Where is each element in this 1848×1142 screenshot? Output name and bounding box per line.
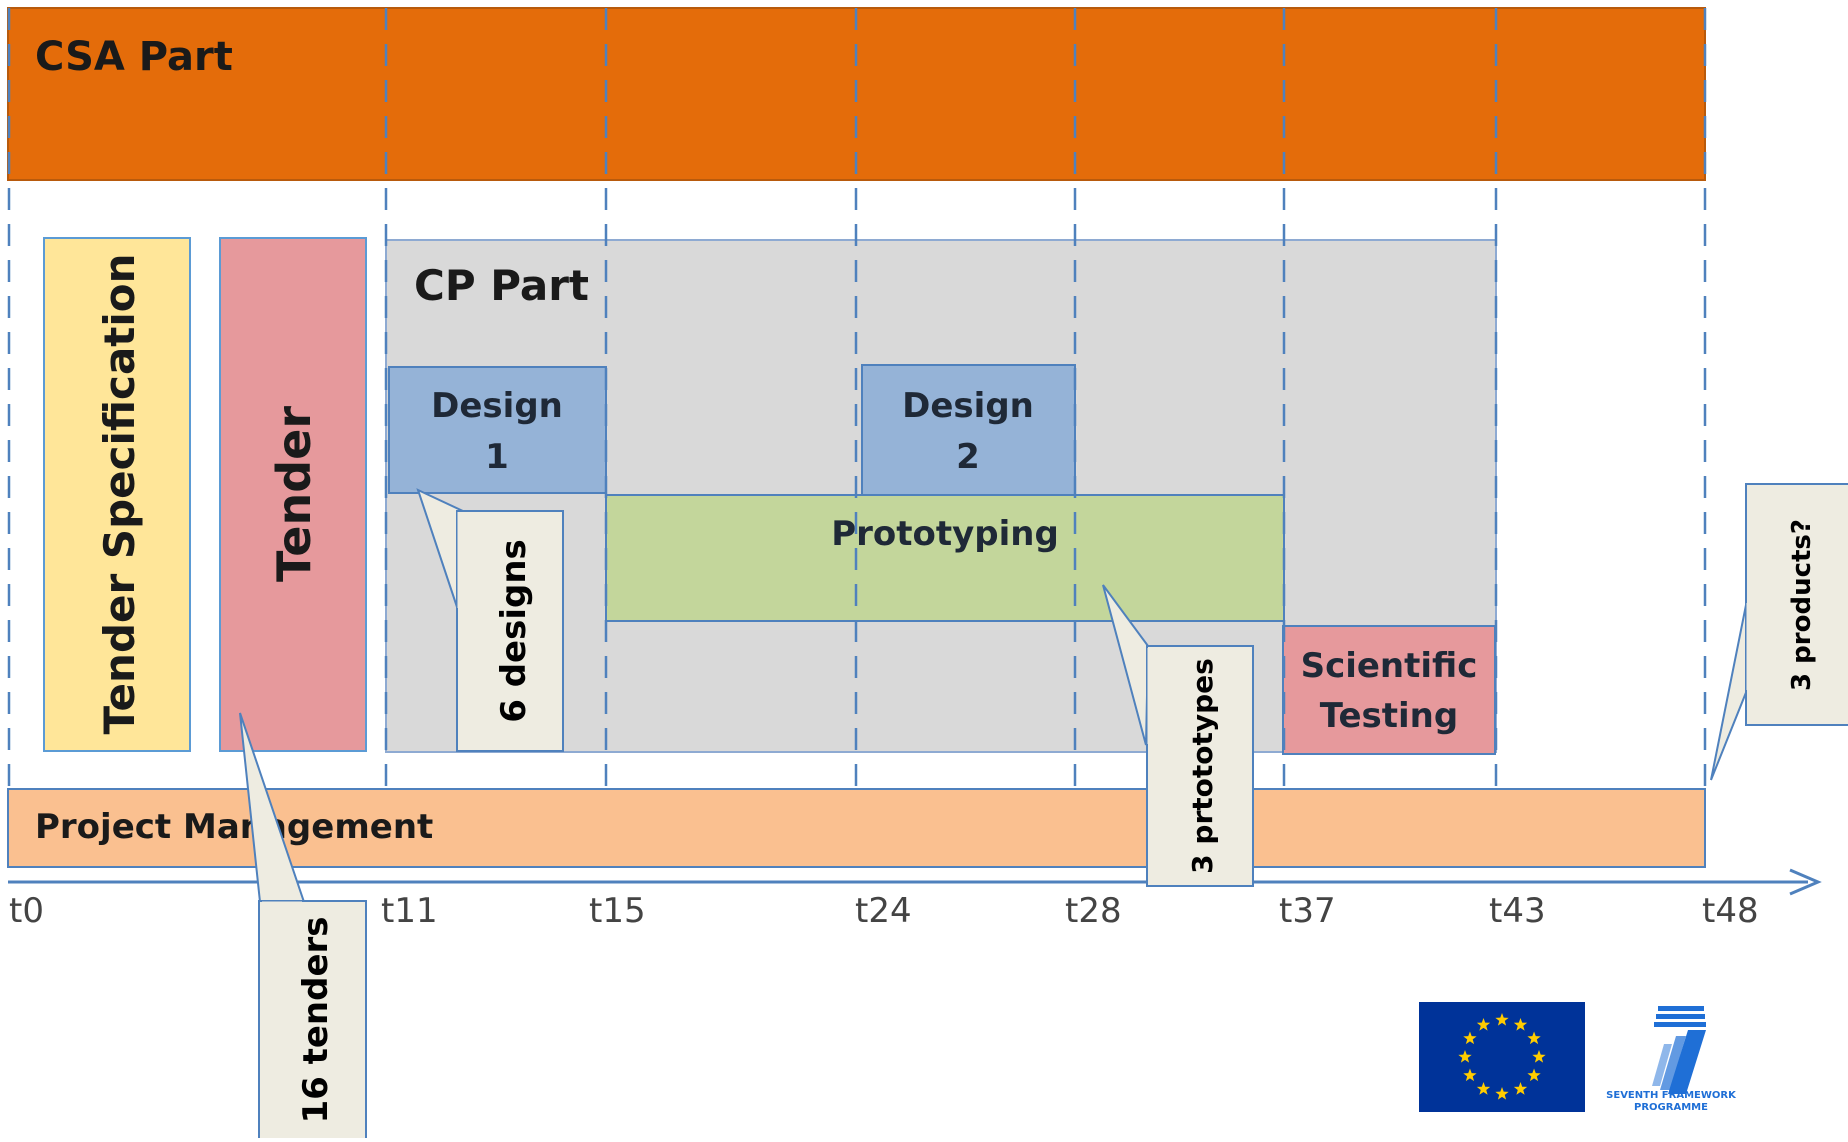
tick-label: t11 — [381, 891, 438, 931]
callout-products-pointer — [1710, 599, 1748, 781]
scientific-testing-label-line2: Testing — [1320, 696, 1458, 736]
tick-label: t43 — [1489, 891, 1546, 931]
callout-designs: 6 designs — [416, 488, 564, 752]
csa-part-label: CSA Part — [35, 34, 233, 80]
design-2-label-line1: Design — [902, 386, 1034, 426]
eu-star-icon — [1463, 1068, 1477, 1082]
callout-tenders: 16 tenders — [239, 712, 367, 1142]
fp7-logo-text-line1: SEVENTH FRAMEWORK — [1606, 1090, 1737, 1101]
tender-label: Tender — [267, 406, 321, 582]
callout-tenders-label: 16 tenders — [296, 916, 336, 1123]
callout-products: 3 products? — [1710, 483, 1848, 781]
eu-star-icon — [1476, 1017, 1491, 1031]
callout-tenders-box — [258, 900, 367, 1142]
eu-star-icon — [1476, 1082, 1491, 1095]
prototyping-box — [605, 494, 1285, 622]
callout-designs-box — [456, 510, 564, 752]
eu-star-icon — [1495, 1087, 1509, 1100]
scientific-testing-box — [1282, 625, 1496, 755]
timeline-tick-labels: t0 t11 t15 t24 t28 t37 t43 t48 — [9, 891, 1759, 931]
eu-star-icon — [1495, 1013, 1509, 1026]
eu-star-icon — [1532, 1050, 1546, 1063]
callout-prototypes-label: 3 prtototypes — [1186, 658, 1219, 874]
callout-designs-label: 6 designs — [494, 539, 534, 723]
fp7-logo-text-line2: PROGRAMME — [1634, 1102, 1708, 1113]
tick-label: t37 — [1279, 891, 1336, 931]
design-1-label-line2: 1 — [485, 437, 509, 477]
tick-label: t28 — [1065, 891, 1122, 931]
design-1-box — [388, 366, 607, 494]
timeline-gridlines — [7, 8, 1707, 790]
tick-label: t48 — [1702, 891, 1759, 931]
design-1-label-line1: Design — [431, 386, 563, 426]
tender-specification-box — [43, 237, 191, 752]
callout-products-box — [1745, 483, 1848, 726]
eu-flag-icon — [1419, 1002, 1585, 1112]
tender-specification-label: Tender Specification — [95, 253, 144, 734]
callout-prototypes: 3 prtototypes — [1102, 584, 1254, 887]
eu-star-icon — [1527, 1068, 1541, 1082]
eu-star-icon — [1527, 1031, 1541, 1045]
design-2-label-line2: 2 — [956, 437, 980, 477]
tick-label: t15 — [589, 891, 646, 931]
tick-label: t24 — [855, 891, 912, 931]
cp-part-label: CP Part — [414, 261, 589, 310]
eu-star-icon — [1463, 1031, 1477, 1045]
callout-prototypes-box — [1146, 645, 1254, 887]
eu-star-icon — [1513, 1017, 1528, 1031]
tender-box — [219, 237, 367, 752]
eu-star-icon — [1458, 1050, 1472, 1063]
fp7-logo-icon: SEVENTH FRAMEWORK PROGRAMME — [1606, 1006, 1737, 1113]
project-management-label: Project Management — [35, 807, 433, 847]
project-management-band — [7, 788, 1706, 868]
prototyping-label: Prototyping — [831, 514, 1059, 554]
scientific-testing-label-line1: Scientific — [1301, 646, 1478, 686]
eu-star-icon — [1513, 1082, 1528, 1095]
tick-label: t0 — [9, 891, 44, 931]
time-axis-arrowhead — [1789, 868, 1822, 896]
design-2-box — [861, 364, 1076, 496]
callout-products-label: 3 products? — [1787, 519, 1817, 691]
